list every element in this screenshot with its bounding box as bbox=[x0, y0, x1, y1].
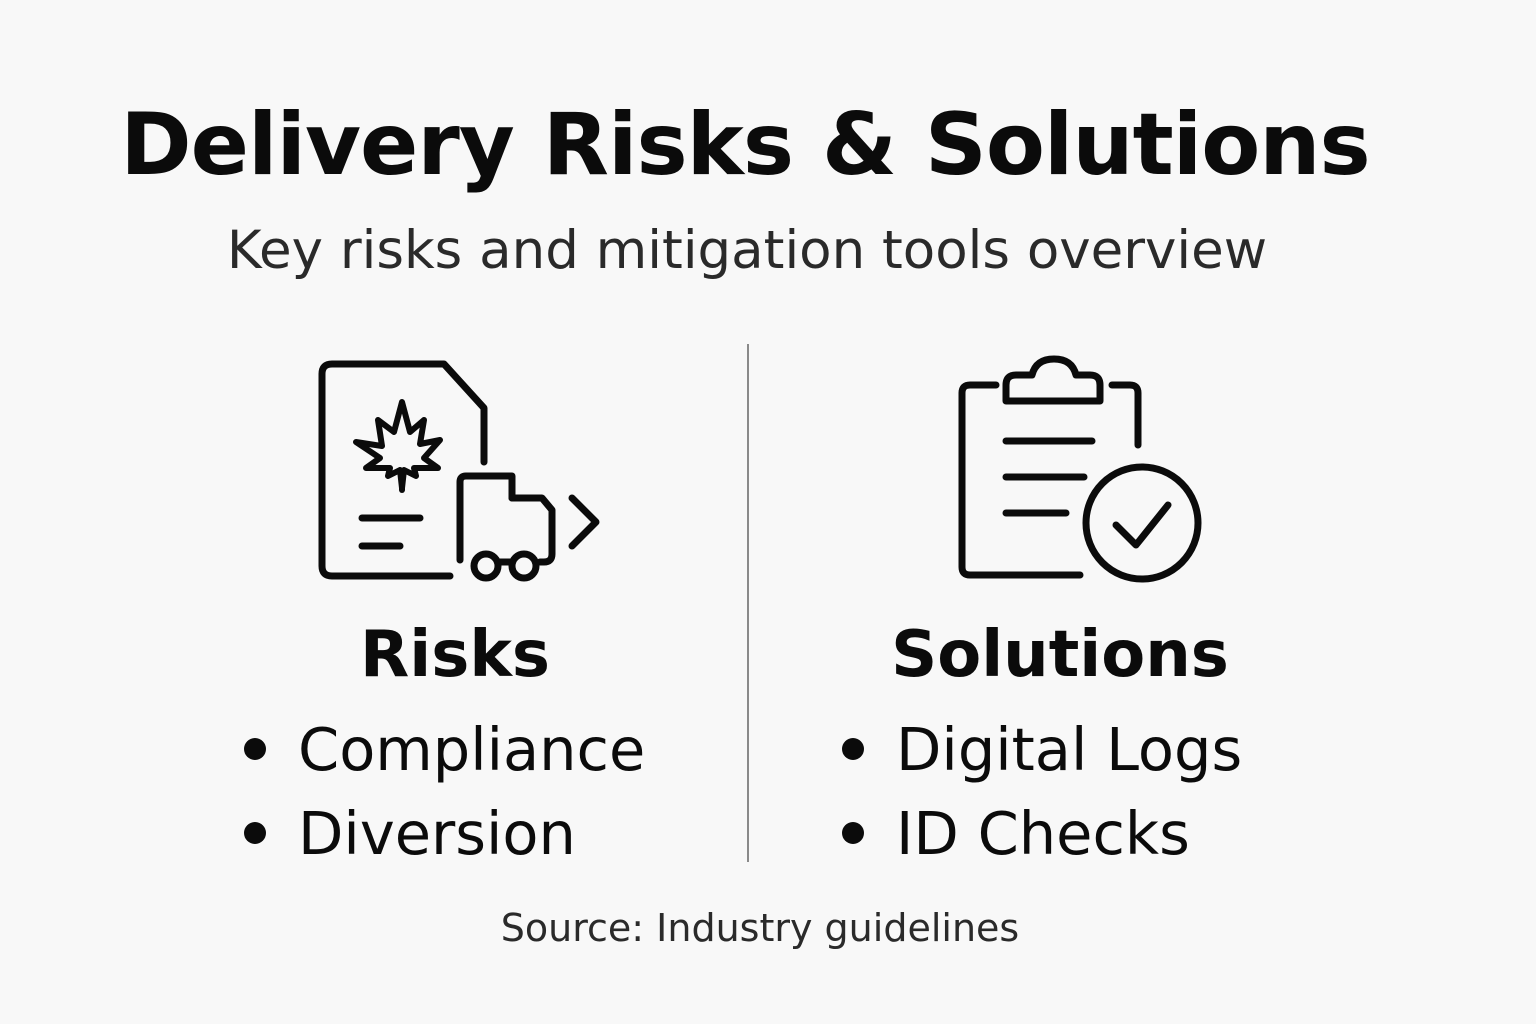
check-circle-icon bbox=[1082, 463, 1202, 583]
solutions-list: Digital Logs ID Checks bbox=[842, 708, 1242, 876]
list-item: Digital Logs bbox=[842, 708, 1242, 792]
bullet-icon bbox=[244, 738, 266, 760]
risks-heading: Risks bbox=[360, 618, 550, 692]
page-title: Delivery Risks & Solutions bbox=[120, 95, 1370, 195]
chevron-right-icon bbox=[568, 494, 600, 550]
risks-list: Compliance Diversion bbox=[244, 708, 645, 876]
clipboard-board bbox=[958, 381, 1084, 579]
bullet-icon bbox=[842, 738, 864, 760]
list-item: Compliance bbox=[244, 708, 645, 792]
bullet-icon bbox=[842, 822, 864, 844]
document-outline bbox=[318, 360, 488, 580]
clipboard-check-icon bbox=[958, 355, 1202, 583]
truck-wheel bbox=[470, 550, 502, 582]
column-divider bbox=[747, 344, 749, 862]
source-note: Source: Industry guidelines bbox=[500, 906, 1020, 950]
solution-item-label: Digital Logs bbox=[896, 715, 1243, 784]
cannabis-document-truck-icon bbox=[318, 360, 600, 582]
solutions-heading: Solutions bbox=[891, 618, 1229, 692]
page-subtitle: Key risks and mitigation tools overview bbox=[226, 220, 1268, 281]
clipboard-clip bbox=[1002, 355, 1104, 405]
risk-item-label: Compliance bbox=[298, 715, 646, 784]
bullet-icon bbox=[244, 822, 266, 844]
solution-item-label: ID Checks bbox=[896, 799, 1190, 868]
truck-wheel bbox=[508, 550, 540, 582]
checkmark-icon bbox=[1112, 501, 1172, 549]
truck-body bbox=[456, 472, 556, 566]
list-item: Diversion bbox=[244, 792, 645, 876]
risk-item-label: Diversion bbox=[298, 799, 576, 868]
list-item: ID Checks bbox=[842, 792, 1242, 876]
cannabis-leaf bbox=[353, 399, 443, 491]
